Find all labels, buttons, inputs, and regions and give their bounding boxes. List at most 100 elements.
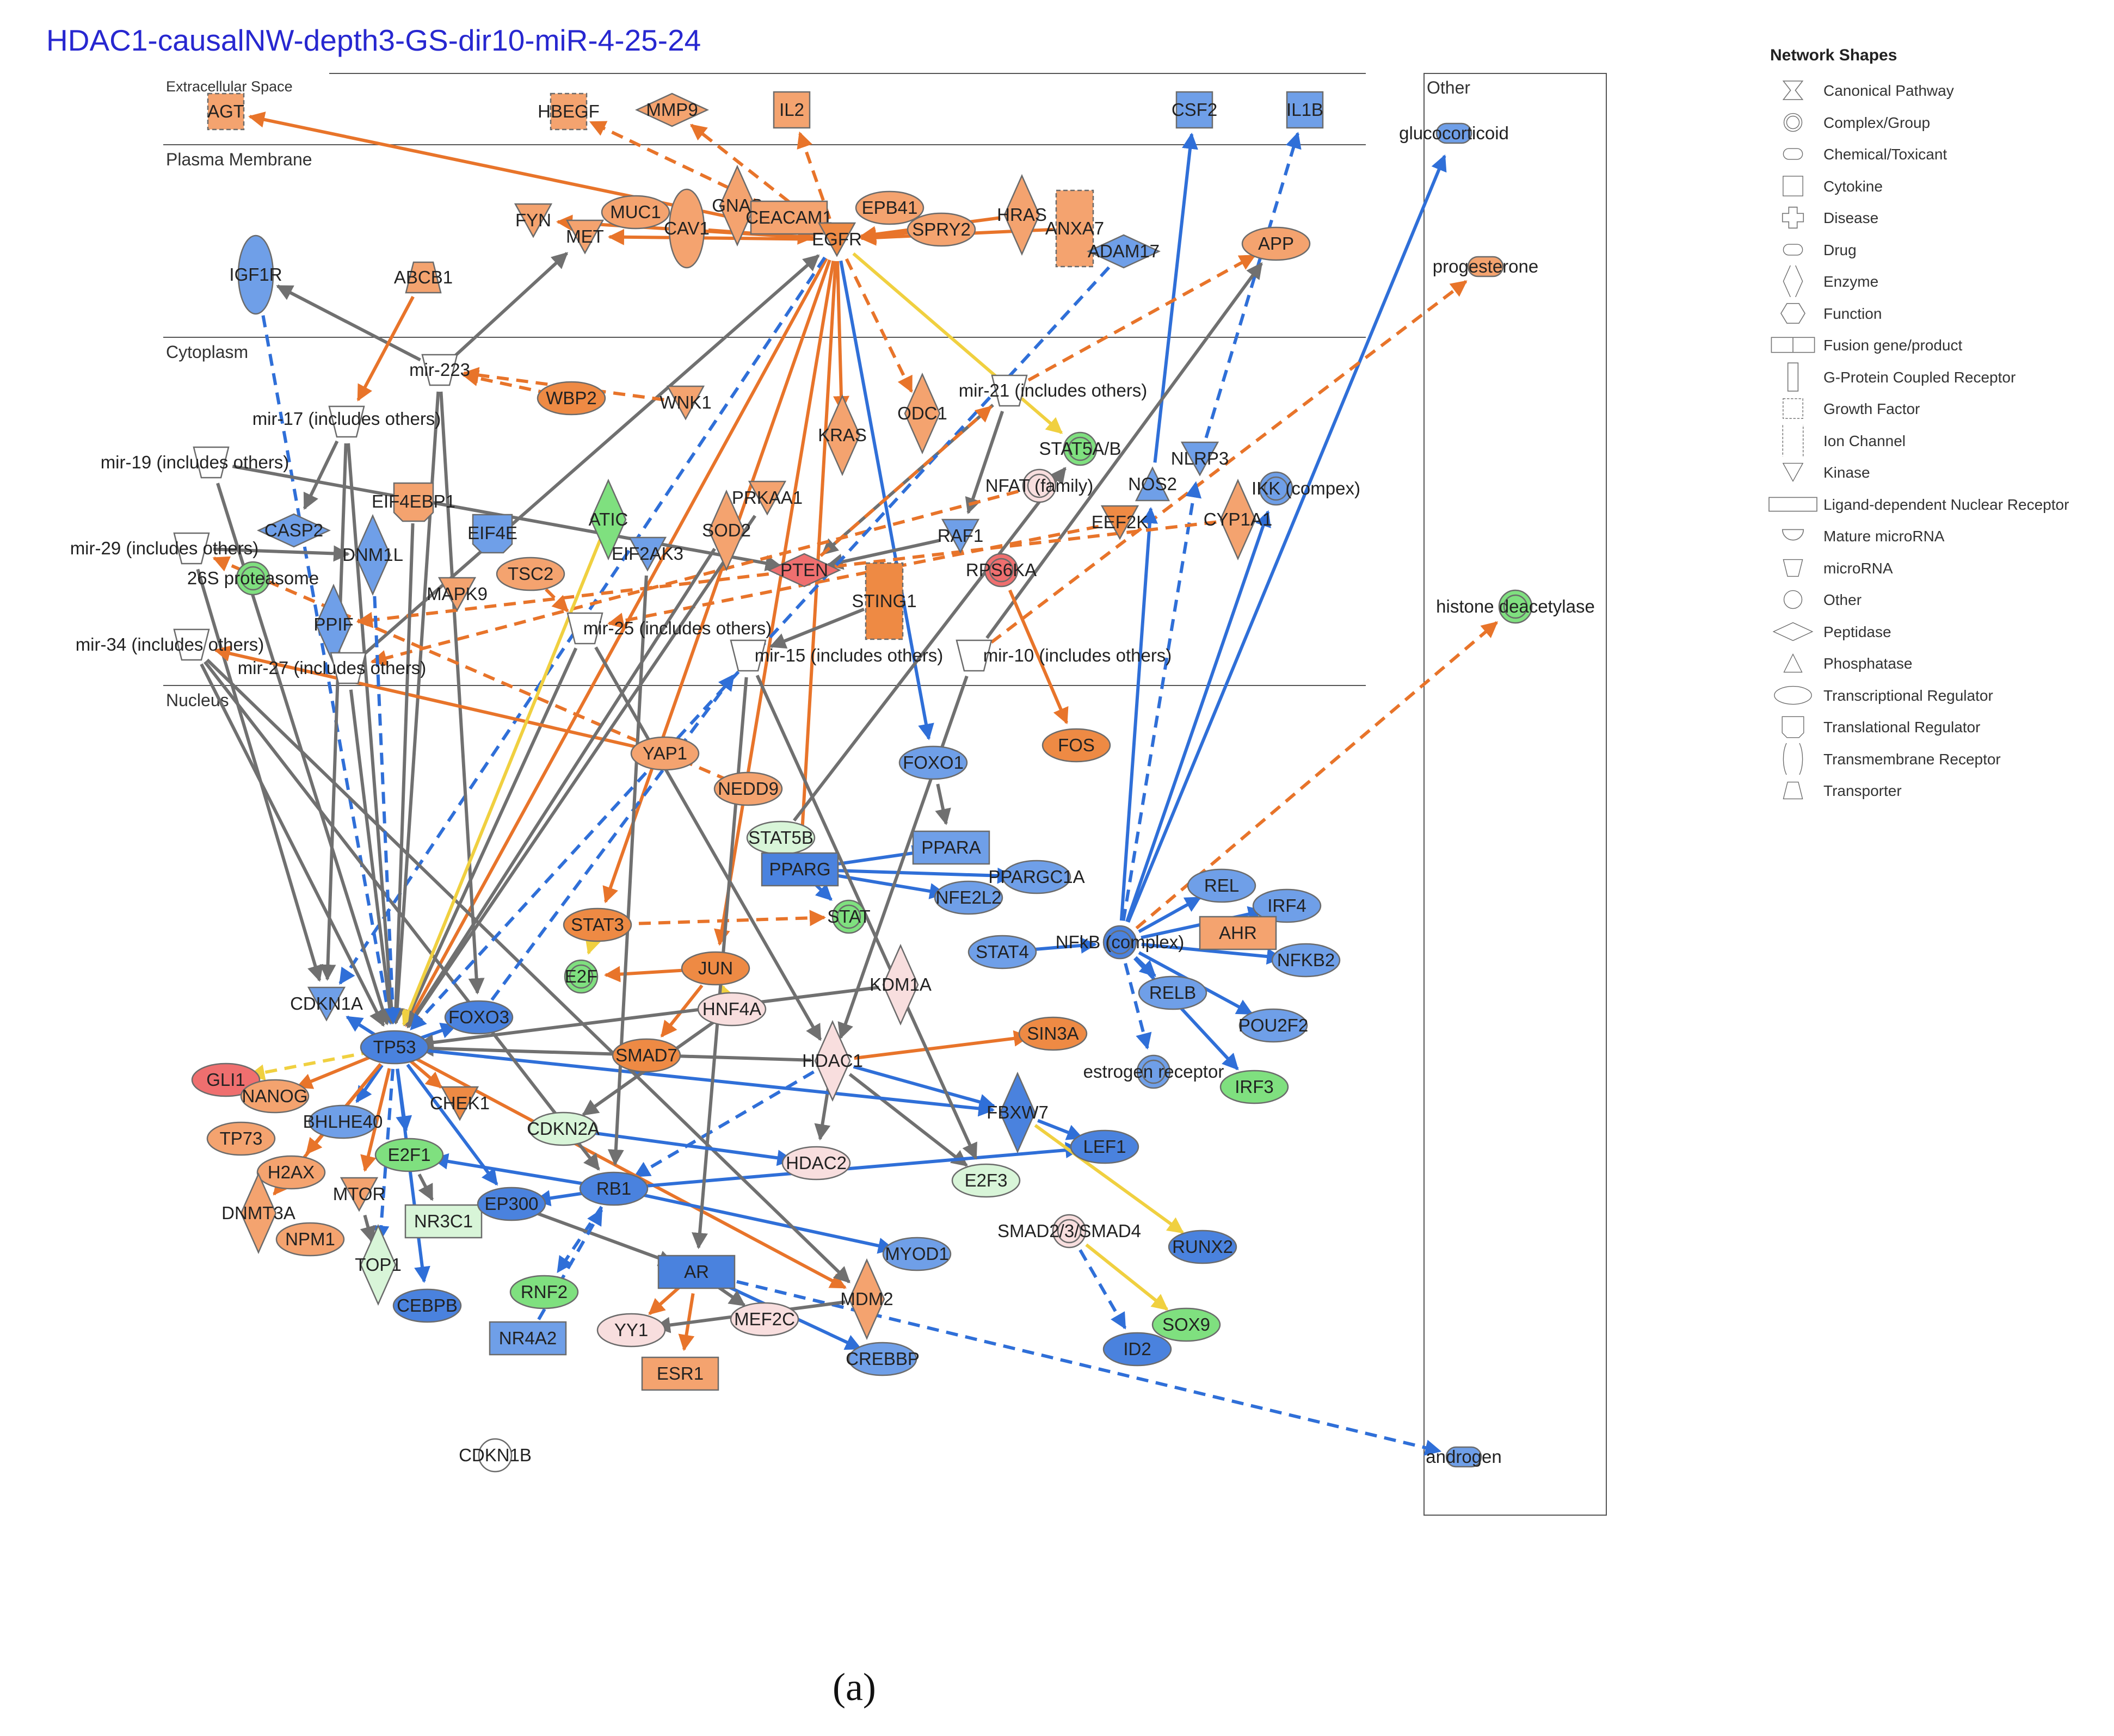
node-mir-21[interactable]: mir-21 (includes others) — [959, 374, 1148, 407]
node-stat5b[interactable]: STAT5B — [746, 820, 816, 855]
node-atic[interactable]: ATIC — [589, 478, 628, 561]
node-nlrp3[interactable]: NLRP3 — [1171, 441, 1229, 477]
node-ppargc1a[interactable]: PPARGC1A — [988, 860, 1085, 894]
node-pten[interactable]: PTEN — [767, 553, 841, 588]
node-casp2[interactable]: CASP2 — [257, 513, 331, 548]
node-sod2[interactable]: SOD2 — [702, 489, 751, 572]
node-tp73[interactable]: TP73 — [206, 1121, 276, 1156]
node-yy1[interactable]: YY1 — [596, 1313, 666, 1348]
node-ahr[interactable]: AHR — [1199, 916, 1277, 950]
node-mir-15[interactable]: mir-15 (includes others) — [730, 639, 943, 672]
node-ar[interactable]: AR — [657, 1255, 736, 1289]
node-epb41[interactable]: EPB41 — [855, 190, 925, 225]
node-id2[interactable]: ID2 — [1102, 1332, 1172, 1367]
node-mir-10[interactable]: mir-10 (includes others) — [956, 639, 1172, 672]
node-e2f3[interactable]: E2F3 — [951, 1163, 1021, 1198]
node-cdkn1b[interactable]: CDKN1B — [459, 1438, 532, 1473]
node-mir-29[interactable]: mir-29 (includes others) — [70, 532, 259, 565]
node-mir-223[interactable]: mir-223 — [409, 354, 470, 386]
node-irf3[interactable]: IRF3 — [1219, 1070, 1289, 1104]
node-il2[interactable]: IL2 — [773, 91, 811, 129]
node-fbxw7[interactable]: FBXW7 — [987, 1071, 1049, 1154]
node-ppara[interactable]: PPARA — [912, 830, 990, 865]
node-fos[interactable]: FOS — [1041, 728, 1111, 763]
node-mmp9[interactable]: MMP9 — [635, 92, 709, 127]
node-nos2[interactable]: NOS2 — [1128, 466, 1177, 502]
node-mir-19[interactable]: mir-19 (includes others) — [101, 446, 289, 479]
node-pparg[interactable]: PPARG — [761, 852, 839, 887]
node-stat3[interactable]: STAT3 — [563, 907, 632, 942]
node-kdm1a[interactable]: KDM1A — [870, 943, 932, 1026]
node-wbp2[interactable]: WBP2 — [537, 381, 606, 416]
node-ceacam1[interactable]: CEACAM1 — [745, 200, 833, 235]
node-crebbp[interactable]: CREBBP — [846, 1342, 920, 1376]
node-rel[interactable]: REL — [1187, 868, 1256, 903]
node-sin3a[interactable]: SIN3A — [1018, 1016, 1088, 1051]
node-mtor[interactable]: MTOR — [333, 1177, 386, 1212]
node-fyn[interactable]: FYN — [514, 203, 553, 238]
node-androgen[interactable]: androgen — [1426, 1446, 1502, 1468]
node-app[interactable]: APP — [1241, 226, 1311, 261]
node-mir-27[interactable]: mir-27 (includes others) — [238, 652, 427, 684]
node-nr3c1[interactable]: NR3C1 — [404, 1204, 483, 1239]
node-nfkb[interactable]: NFkB (complex) — [1056, 925, 1185, 960]
node-eif4e[interactable]: EIF4E — [467, 514, 517, 554]
node-nfat[interactable]: NFAT (family) — [985, 468, 1094, 503]
node-e2f1[interactable]: E2F1 — [374, 1138, 444, 1172]
node-nr4a2[interactable]: NR4A2 — [489, 1321, 567, 1356]
node-npm1[interactable]: NPM1 — [275, 1222, 345, 1257]
node-runx2[interactable]: RUNX2 — [1168, 1230, 1237, 1264]
node-tp53[interactable]: TP53 — [360, 1030, 429, 1065]
node-mir-34[interactable]: mir-34 (includes others) — [76, 628, 264, 661]
node-anxa7[interactable]: ANXA7 — [1045, 189, 1104, 268]
node-cdkn1a[interactable]: CDKN1A — [290, 986, 363, 1022]
node-cyp1a1[interactable]: CYP1A1 — [1204, 478, 1273, 561]
node-tsc2[interactable]: TSC2 — [496, 557, 565, 591]
node-histone-deacetylase[interactable]: histone deacetylase — [1436, 589, 1595, 624]
node-raf1[interactable]: RAF1 — [938, 518, 983, 554]
node-bhlhe40[interactable]: BHLHE40 — [303, 1104, 383, 1139]
node-nfe2l2[interactable]: NFE2L2 — [934, 880, 1003, 915]
node-estrogen-receptor[interactable]: estrogen receptor — [1083, 1054, 1224, 1089]
node-e2f[interactable]: E2F — [564, 959, 599, 994]
node-rb1[interactable]: RB1 — [579, 1171, 649, 1206]
node-progesterone[interactable]: progesterone — [1433, 256, 1538, 277]
node-pou2f2[interactable]: POU2F2 — [1238, 1008, 1308, 1043]
node-cebpb[interactable]: CEBPB — [392, 1288, 462, 1323]
node-hdac1[interactable]: HDAC1 — [802, 1020, 863, 1102]
node-sox9[interactable]: SOX9 — [1151, 1307, 1221, 1342]
node-eif2ak3[interactable]: EIF2AK3 — [612, 536, 683, 572]
node-mef2c[interactable]: MEF2C — [730, 1302, 799, 1337]
node-stat5ab[interactable]: STAT5A/B — [1039, 431, 1121, 466]
node-mir-17[interactable]: mir-17 (includes others) — [252, 405, 441, 438]
node-top1[interactable]: TOP1 — [355, 1224, 402, 1306]
node-ikk[interactable]: IKK (compex) — [1252, 471, 1360, 506]
node-mdm2[interactable]: MDM2 — [840, 1258, 893, 1340]
node-h2ax[interactable]: H2AX — [256, 1155, 326, 1190]
node-nfkb2[interactable]: NFKB2 — [1271, 943, 1341, 978]
node-relb[interactable]: RELB — [1138, 975, 1207, 1010]
node-wnk1[interactable]: WNK1 — [660, 385, 712, 421]
node-esr1[interactable]: ESR1 — [641, 1356, 719, 1391]
node-kras[interactable]: KRAS — [818, 394, 867, 477]
node-foxo1[interactable]: FOXO1 — [898, 745, 968, 780]
node-lef1[interactable]: LEF1 — [1070, 1129, 1139, 1164]
node-mapk9[interactable]: MAPK9 — [427, 577, 488, 612]
node-ep300[interactable]: EP300 — [477, 1187, 546, 1221]
node-rnf2[interactable]: RNF2 — [509, 1275, 579, 1309]
node-odc1[interactable]: ODC1 — [897, 372, 947, 455]
node-nanog[interactable]: NANOG — [240, 1079, 310, 1114]
node-hdac2[interactable]: HDAC2 — [781, 1146, 851, 1181]
node-agt[interactable]: AGT — [207, 92, 245, 131]
node-mir-25[interactable]: mir-25 (includes others) — [566, 612, 772, 645]
node-hnf4a[interactable]: HNF4A — [697, 992, 767, 1027]
node-rps6ka[interactable]: RPS6KA — [966, 553, 1037, 588]
node-csf2[interactable]: CSF2 — [1172, 91, 1217, 129]
node-il1b[interactable]: IL1B — [1286, 91, 1324, 129]
node-glucocorticoid[interactable]: glucocorticoid — [1399, 122, 1509, 144]
node-smad234[interactable]: SMAD2/3/SMAD4 — [997, 1214, 1141, 1249]
node-myod1[interactable]: MYOD1 — [882, 1237, 952, 1271]
node-smad7[interactable]: SMAD7 — [612, 1038, 681, 1073]
node-eif4ebp1[interactable]: EIF4EBP1 — [372, 482, 455, 522]
node-stat4[interactable]: STAT4 — [967, 935, 1037, 969]
